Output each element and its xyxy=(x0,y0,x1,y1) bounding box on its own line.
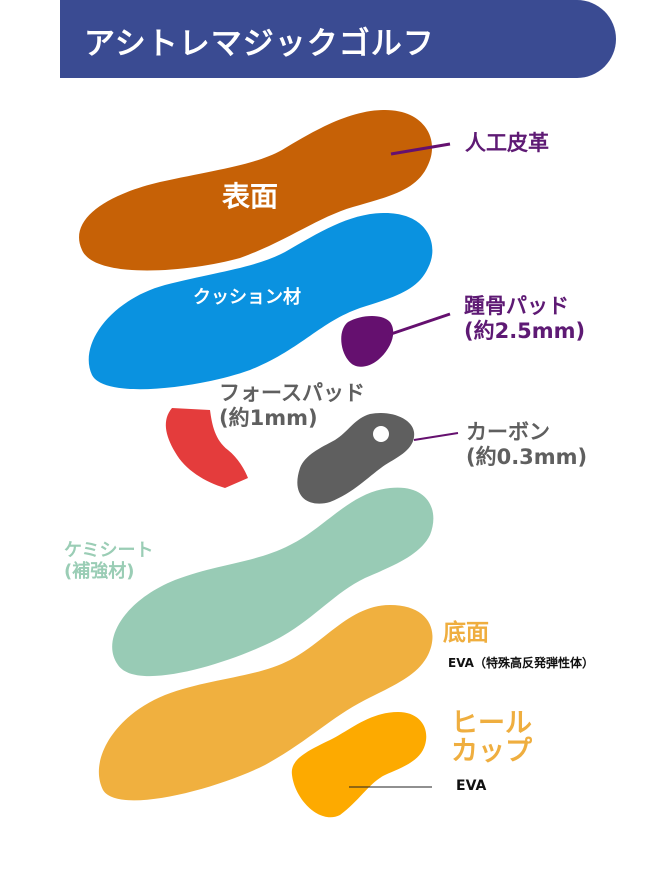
bottom-layer-shape xyxy=(98,605,433,801)
chemi-sheet-subtitle: (補強材) xyxy=(64,561,135,583)
carbon-callout: カーボン (約0.3mm) xyxy=(466,420,587,470)
carbon-hole xyxy=(373,426,389,442)
chemi-sheet-shape xyxy=(112,487,434,677)
heel-cup-shape xyxy=(291,712,427,818)
surface-label: 表面 xyxy=(222,180,279,213)
heel-bone-pad-leader xyxy=(387,312,451,337)
heel-bone-pad-title: 踵骨パッド xyxy=(464,294,569,318)
heel-bone-pad-callout: 踵骨パッド (約2.5mm) xyxy=(464,294,585,344)
heel-bone-pad-shape xyxy=(341,315,394,367)
bottom-material: EVA（特殊高反発弾性体） xyxy=(448,656,594,670)
carbon-thickness: (約0.3mm) xyxy=(466,444,588,469)
heel-cup-title-line2: カップ xyxy=(451,736,532,768)
cushion-label: クッション材 xyxy=(193,287,301,308)
heel-cup-callout: ヒール カップ xyxy=(451,708,532,768)
carbon-title: カーボン xyxy=(466,420,550,444)
surface-layer-shape xyxy=(79,110,433,271)
title-banner: アシトレマジックゴルフ xyxy=(60,0,616,78)
force-pad-shape xyxy=(165,408,248,488)
chemi-sheet-title: ケミシート xyxy=(64,540,154,561)
chemi-sheet-callout: ケミシート (補強材) xyxy=(64,540,153,582)
force-pad-callout: フォースパッド (約1mm) xyxy=(219,381,365,431)
heel-bone-pad-thickness: (約2.5mm) xyxy=(464,318,586,343)
bottom-callout: 底面 xyxy=(443,620,489,646)
leather-leader xyxy=(390,142,451,156)
heel-cup-material: EVA xyxy=(456,778,487,794)
force-pad-title: フォースパッド xyxy=(219,381,365,405)
carbon-leader xyxy=(413,432,459,441)
heel-cup-title-line1: ヒール xyxy=(451,708,532,739)
page-title: アシトレマジックゴルフ xyxy=(84,26,435,62)
cushion-layer-shape xyxy=(88,213,433,390)
force-pad-thickness: (約1mm) xyxy=(219,405,318,430)
leather-callout: 人工皮革 xyxy=(465,131,549,155)
